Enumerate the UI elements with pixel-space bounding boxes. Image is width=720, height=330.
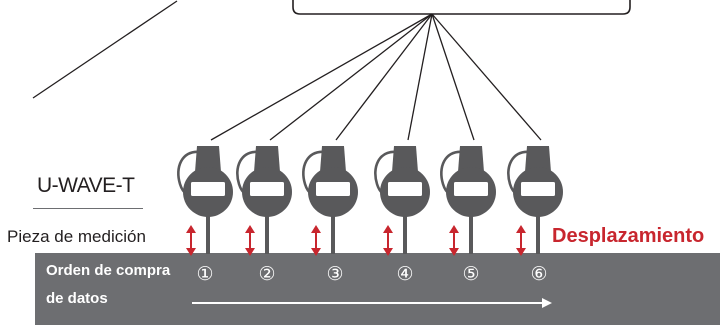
model-label: U-WAVE-T <box>37 174 135 197</box>
double-headed-arrow-icon <box>311 225 321 256</box>
displacement-label: Desplazamiento <box>552 225 705 247</box>
signal-line <box>335 13 433 141</box>
signal-line <box>269 13 433 141</box>
signal-line <box>431 13 542 141</box>
wireless-signal-lines <box>210 13 542 141</box>
data-order-panel <box>35 253 720 325</box>
sequence-number-1: ① <box>196 263 214 285</box>
double-headed-arrow-icon <box>383 225 393 256</box>
pointer-line <box>32 0 178 99</box>
sequence-number-6: ⑥ <box>530 263 548 285</box>
double-headed-arrow-icon <box>186 225 196 256</box>
order-label-line2: de datos <box>46 290 108 307</box>
sequence-number-5: ⑤ <box>462 263 480 285</box>
dial-indicator-icon <box>507 146 563 254</box>
sequence-number-2: ② <box>258 263 276 285</box>
sequence-number-4: ④ <box>396 263 414 285</box>
double-headed-arrow-icon <box>245 225 255 256</box>
model-underline <box>33 208 143 209</box>
signal-line <box>210 13 433 141</box>
signal-line <box>407 13 433 141</box>
receiver-box-outline <box>292 0 631 15</box>
double-headed-arrow-icon <box>449 225 459 256</box>
workpiece-label: Pieza de medición <box>7 227 146 246</box>
dial-indicator-icon <box>177 146 233 254</box>
double-headed-arrow-icon <box>516 225 526 256</box>
order-label-line1: Orden de compra <box>46 262 171 279</box>
dial-indicator-icon <box>236 146 292 254</box>
dial-indicator-icon <box>374 146 430 254</box>
sequence-number-3: ③ <box>326 263 344 285</box>
dial-indicator-icon <box>440 146 496 254</box>
device-row <box>177 146 563 256</box>
signal-line <box>431 13 475 141</box>
dial-indicator-icon <box>302 146 358 254</box>
